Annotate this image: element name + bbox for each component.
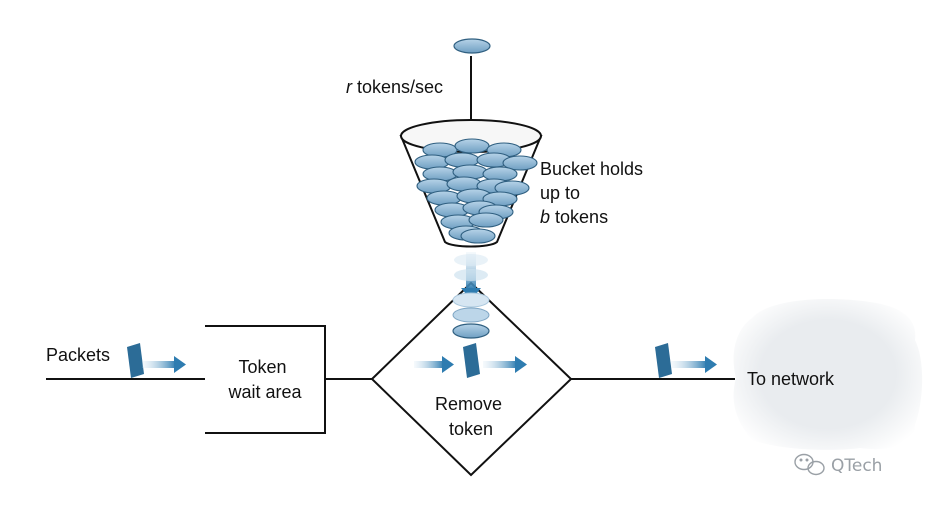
rate-label: r tokens/sec (346, 77, 443, 97)
packets-label: Packets (46, 345, 110, 365)
token-bucket (399, 119, 543, 248)
remove-token-diamond (370, 281, 573, 477)
network-label: To network (747, 369, 835, 389)
packet-icon-diamond (414, 343, 527, 378)
packet-icon-output (655, 343, 717, 378)
incoming-token (453, 38, 491, 54)
watermark-text: QTech (831, 456, 882, 476)
bucket-token (460, 228, 496, 244)
network-cloud (733, 299, 923, 450)
bucket-token (502, 155, 538, 171)
wait-area-label: Token wait area (227, 357, 302, 402)
remove-token-label: Remove token (435, 394, 507, 439)
wechat-icon (794, 453, 825, 476)
bucket-label: Bucket holds up to b tokens (540, 159, 648, 227)
dropping-tokens (452, 252, 490, 339)
packet-icon-input (127, 343, 186, 378)
token-wait-area (205, 325, 326, 434)
bucket-token (454, 138, 490, 154)
watermark: QTech (794, 453, 882, 476)
bucket-tokens (414, 138, 538, 244)
bucket-token (468, 212, 504, 228)
